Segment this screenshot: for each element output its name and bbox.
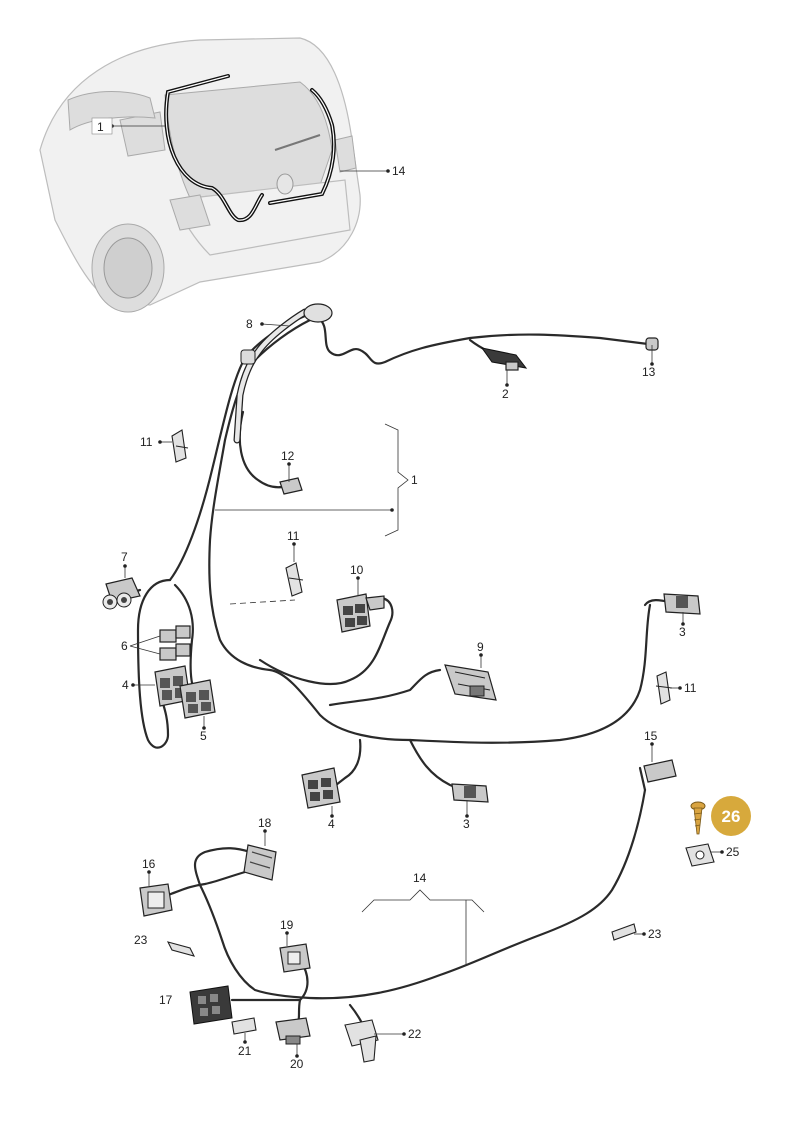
connector-16	[139, 883, 173, 917]
group-brackets	[361, 423, 485, 965]
clip-21	[231, 1017, 257, 1035]
callout-13: 13	[642, 365, 656, 379]
connector-7	[102, 577, 141, 610]
callout-15: 15	[644, 729, 658, 743]
lower-harness	[166, 766, 647, 1032]
callout-25: 25	[726, 845, 740, 859]
callout-11-mid: 11	[287, 529, 300, 543]
callout-10: 10	[350, 563, 364, 577]
callout-6: 6	[121, 639, 128, 653]
callout-12: 12	[281, 449, 295, 463]
badge-label: 26	[722, 807, 741, 826]
callout-14-bottom: 14	[413, 871, 427, 885]
clip-23-b	[611, 923, 637, 941]
callout-1-car: 1	[97, 120, 104, 134]
callout-22: 22	[408, 1027, 422, 1041]
callout-20: 20	[290, 1057, 304, 1071]
callout-1-harness: 1	[411, 473, 418, 487]
connectors-6	[159, 625, 191, 661]
screw-26	[690, 801, 706, 835]
badge-26: 26	[711, 796, 751, 836]
clip-11-a	[171, 429, 189, 463]
connector-15	[643, 759, 677, 783]
main-harness	[124, 314, 672, 792]
callout-23-left: 23	[134, 933, 148, 947]
clip-11-b	[285, 562, 304, 597]
clip-23-a	[166, 941, 196, 957]
connector-5	[179, 679, 216, 719]
connector-18	[243, 844, 277, 881]
connector-9	[444, 664, 497, 701]
connector-12	[279, 477, 303, 495]
callout-3-right: 3	[679, 625, 686, 639]
callout-14-car: 14	[392, 164, 406, 178]
callout-8: 8	[246, 317, 253, 331]
callout-23-right: 23	[648, 927, 662, 941]
callout-21: 21	[238, 1044, 252, 1058]
callout-16: 16	[142, 857, 156, 871]
callout-numbers: 1 14 8 13 2 11 12 1 11 7 10 3 6 9 4 11 5…	[97, 120, 740, 1071]
harness-sleeve	[233, 303, 333, 444]
callout-19: 19	[280, 918, 294, 932]
connector-20	[275, 1017, 311, 1045]
connector-17	[189, 985, 233, 1025]
callout-11-right: 11	[684, 681, 697, 695]
callout-4-bottom: 4	[328, 817, 335, 831]
callout-11-top: 11	[140, 435, 153, 449]
connector-3-b	[451, 783, 489, 803]
callout-18: 18	[258, 816, 272, 830]
callout-17: 17	[159, 993, 173, 1007]
callout-9: 9	[477, 640, 484, 654]
callout-3-bottom: 3	[463, 817, 470, 831]
nut-25	[685, 843, 715, 867]
callout-5: 5	[200, 729, 207, 743]
connector-4-b	[301, 767, 341, 809]
connector-3-a	[663, 593, 701, 615]
badge-circle	[711, 796, 751, 836]
callout-2: 2	[502, 387, 509, 401]
callout-1-box	[91, 117, 113, 135]
connector-2	[480, 347, 528, 371]
connector-10	[336, 593, 385, 633]
clip-11-c	[655, 671, 673, 705]
clip-22	[344, 1019, 379, 1063]
callout-4-left: 4	[122, 678, 129, 692]
callout-7: 7	[121, 550, 128, 564]
connector-19	[279, 943, 311, 973]
car-rear-view	[39, 37, 361, 313]
